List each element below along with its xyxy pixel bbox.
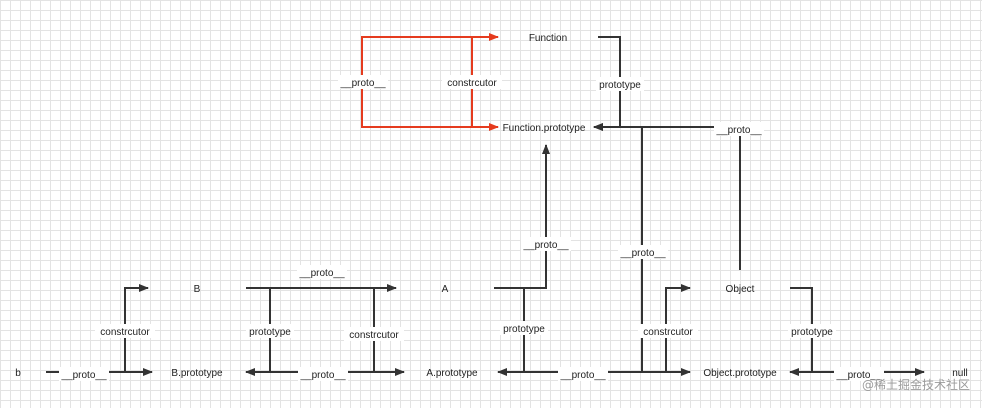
node-object-prototype: Object.prototype	[703, 368, 777, 379]
objectprototype-constructor-edge	[665, 284, 691, 372]
label-function-proto: __proto__	[339, 78, 385, 89]
node-null: null	[952, 368, 968, 379]
label-b-ctor-proto: __proto__	[298, 268, 344, 279]
label-function-prototype: prototype	[599, 80, 641, 91]
watermark: @稀土掘金技术社区	[862, 377, 970, 392]
node-b-prototype: B.prototype	[171, 368, 223, 379]
node-b-instance: b	[15, 368, 21, 379]
node-a-prototype: A.prototype	[426, 368, 478, 379]
node-a-ctor: A	[442, 284, 449, 295]
label-bprototype-constructor: constrcutor	[100, 327, 150, 338]
label-object-proto: __proto__	[715, 125, 761, 136]
edge-labels: __proto__ constrcutor prototype __proto_…	[59, 75, 884, 381]
label-bprototype-proto: __proto__	[299, 370, 345, 381]
node-object-ctor: Object	[726, 284, 755, 295]
label-function-constructor: constrcutor	[447, 78, 497, 89]
nodes: Function Function.prototype b B B.protot…	[15, 33, 968, 379]
function-constructor-edge	[471, 37, 499, 131]
a-proto-edge	[494, 144, 550, 289]
label-b-proto: __proto__	[60, 370, 106, 381]
label-aprototype-proto: __proto__	[559, 370, 605, 381]
node-function-prototype: Function.prototype	[503, 123, 586, 134]
label-object-prototype: prototype	[791, 327, 833, 338]
label-a-prototype: prototype	[503, 324, 545, 335]
label-functionprototype-proto: __proto__	[619, 248, 665, 259]
bprototype-constructor-edge	[124, 284, 149, 372]
label-objectprototype-constructor: constrcutor	[643, 327, 693, 338]
label-b-prototype: prototype	[249, 327, 291, 338]
label-aprototype-constructor: constrcutor	[349, 330, 399, 341]
node-function: Function	[529, 33, 567, 44]
node-b-ctor: B	[194, 284, 201, 295]
label-objectprototype-proto: __proto__	[835, 370, 881, 381]
label-a-proto: __proto__	[522, 240, 568, 251]
